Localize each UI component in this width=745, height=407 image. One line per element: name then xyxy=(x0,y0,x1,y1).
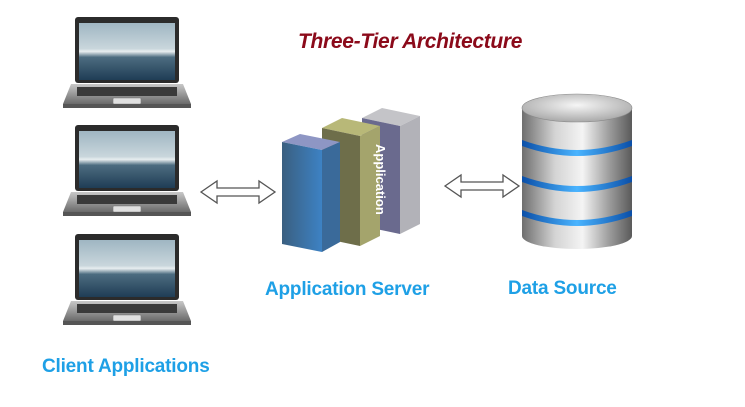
laptop-icon xyxy=(63,17,191,108)
laptop-icon xyxy=(63,125,191,216)
data-source-label: Data Source xyxy=(508,278,617,299)
server-block-text: Application xyxy=(373,144,388,215)
bidirectional-arrow-icon xyxy=(199,179,277,205)
server-blocks-icon: Application xyxy=(282,108,420,252)
diagram-title: Three-Tier Architecture xyxy=(298,30,523,53)
bidirectional-arrow-icon xyxy=(443,173,521,199)
client-applications-label: Client Applications xyxy=(42,356,210,377)
application-server-label: Application Server xyxy=(265,279,430,300)
database-icon xyxy=(521,93,633,249)
laptop-icon xyxy=(63,234,191,325)
